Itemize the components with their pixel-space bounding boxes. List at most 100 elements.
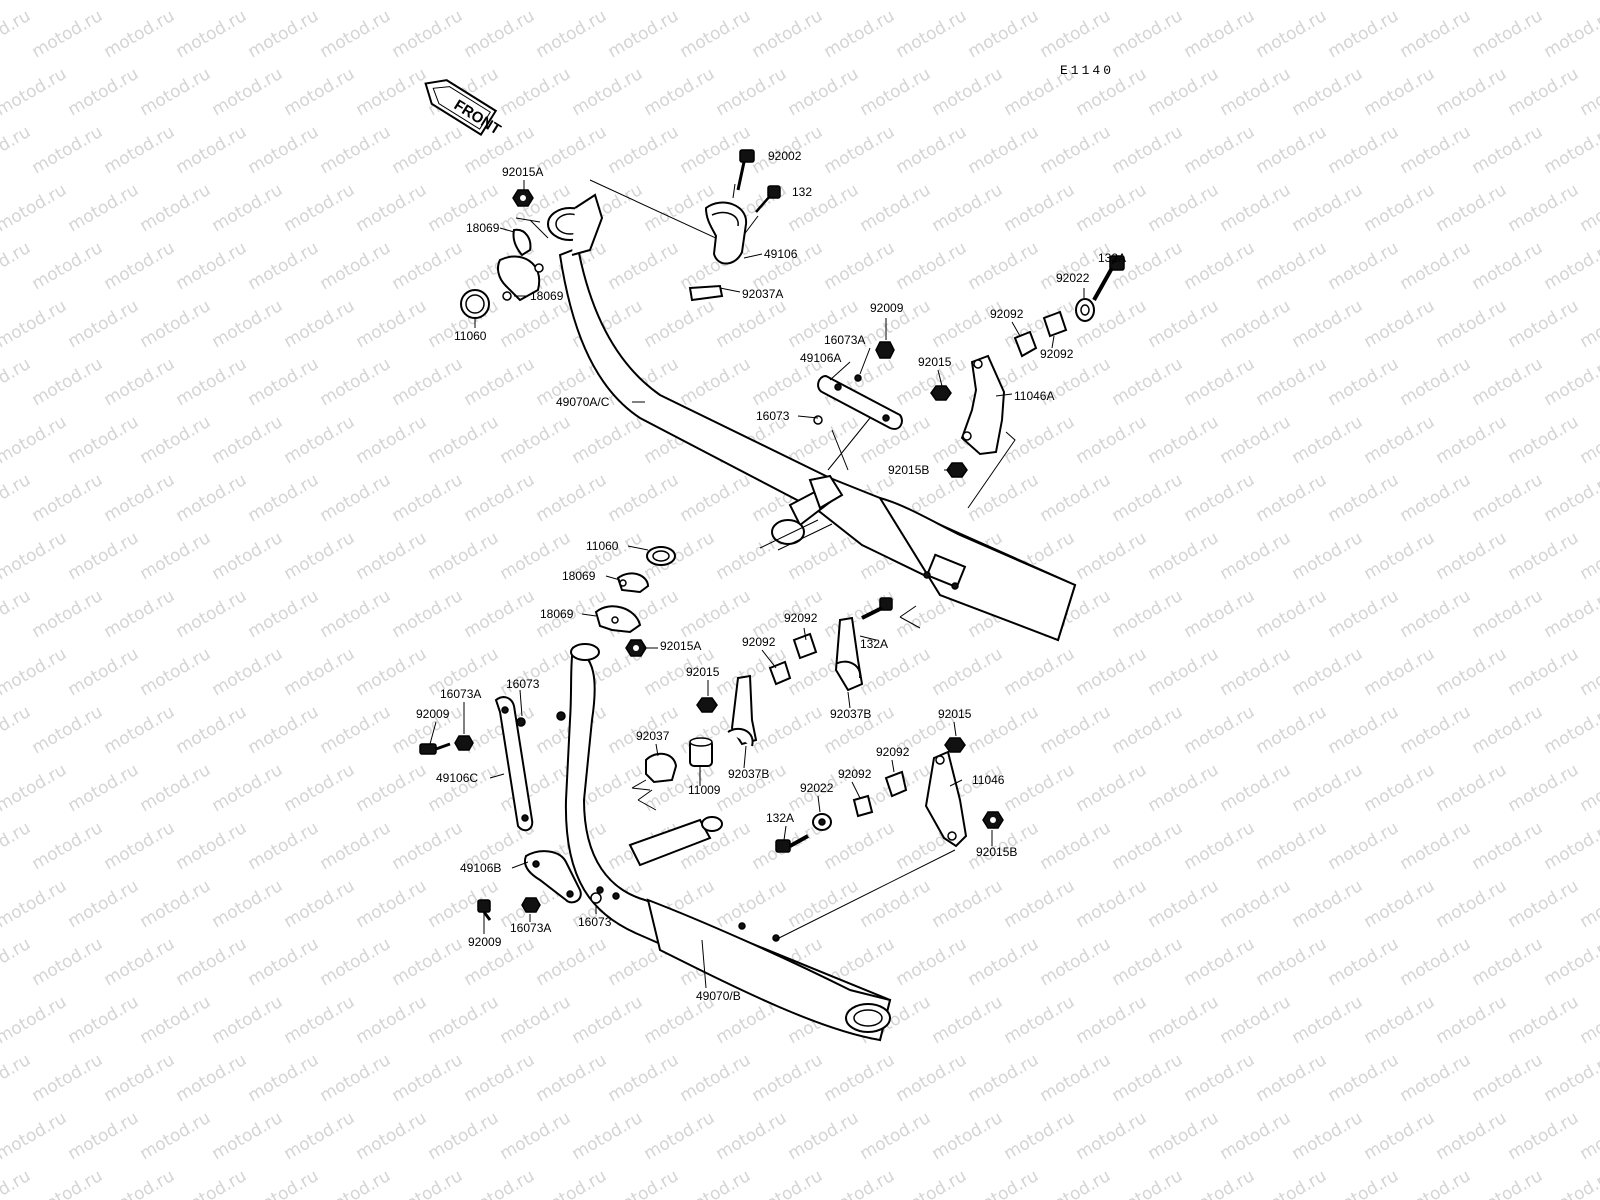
label-16073A-bottom: 16073A [510, 921, 551, 935]
watermark-text: motod.ru [65, 64, 143, 120]
label-11046A: 11046A [1014, 389, 1054, 403]
watermark-text: motod.ru [1145, 64, 1223, 120]
watermark-text: motod.ru [1505, 876, 1583, 932]
watermark-text: motod.ru [1469, 470, 1547, 526]
watermark-text: motod.ru [1001, 644, 1079, 700]
lower-exhaust-pipe [564, 643, 956, 1042]
label-16073-top: 16073 [756, 409, 790, 423]
label-132A-mid: 132A [860, 637, 888, 651]
watermark-text: motod.ru [569, 992, 647, 1048]
watermark-text: motod.ru [1433, 992, 1511, 1048]
watermark-text: motod.ru [965, 6, 1043, 62]
watermark-text: motod.ru [1361, 876, 1439, 932]
watermark-text: motod.ru [1181, 1050, 1259, 1106]
grommet-92092-mid [768, 632, 818, 686]
watermark-text: motod.ru [29, 122, 107, 178]
label-92015-top: 92015 [918, 355, 952, 369]
watermark-text: motod.ru [65, 644, 143, 700]
watermark-text: motod.ru [1001, 1108, 1079, 1164]
watermark-text: motod.ru [1325, 586, 1403, 642]
label-49106B: 49106B [460, 861, 501, 875]
watermark-text: motod.ru [317, 818, 395, 874]
watermark-text: motod.ru [353, 876, 431, 932]
watermark-text: motod.ru [29, 6, 107, 62]
watermark-text: motod.ru [1181, 702, 1259, 758]
label-92022-low: 92022 [800, 781, 834, 795]
watermark-text: motod.ru [1001, 0, 1079, 4]
watermark-text: motod.ru [353, 412, 431, 468]
nut-92015-top [930, 385, 952, 401]
watermark-text: motod.ru [929, 876, 1007, 932]
watermark-text: motod.ru [1217, 64, 1295, 120]
watermark-text: motod.ru [0, 238, 34, 294]
watermark-text: motod.ru [1541, 122, 1600, 178]
watermark-text: motod.ru [821, 6, 899, 62]
watermark-text: motod.ru [857, 64, 935, 120]
watermark-text: motod.ru [1109, 702, 1187, 758]
watermark-text: motod.ru [245, 238, 323, 294]
watermark-text: motod.ru [137, 760, 215, 816]
watermark-text: motod.ru [1469, 6, 1547, 62]
watermark-text: motod.ru [569, 0, 647, 4]
watermark-text: motod.ru [281, 876, 359, 932]
watermark-text: motod.ru [173, 702, 251, 758]
bottom-left-hardware [477, 892, 602, 921]
watermark-text: motod.ru [1541, 354, 1600, 410]
nut-92015-mid [696, 697, 718, 713]
label-16073A-left: 16073A [440, 687, 481, 701]
watermark-text: motod.ru [461, 470, 539, 526]
watermark-text: motod.ru [641, 0, 719, 4]
label-49106A: 49106A [800, 351, 841, 365]
watermark-text: motod.ru [497, 0, 575, 4]
watermark-text: motod.ru [29, 354, 107, 410]
watermark-text: motod.ru [389, 1050, 467, 1106]
watermark-text: motod.ru [101, 1050, 179, 1106]
label-92009-bottom: 92009 [468, 935, 502, 949]
watermark-text: motod.ru [1073, 0, 1151, 4]
watermark-text: motod.ru [173, 6, 251, 62]
watermark-text: motod.ru [245, 586, 323, 642]
watermark-text: motod.ru [0, 934, 34, 990]
watermark-text: motod.ru [101, 122, 179, 178]
watermark-text: motod.ru [425, 0, 503, 4]
label-92002: 92002 [768, 149, 802, 163]
watermark-text: motod.ru [1073, 760, 1151, 816]
watermark-text: motod.ru [209, 528, 287, 584]
label-leader-lines [429, 180, 1119, 989]
watermark-text: motod.ru [1253, 1050, 1331, 1106]
watermark-text: motod.ru [1001, 296, 1079, 352]
watermark-text: motod.ru [173, 586, 251, 642]
watermark-text: motod.ru [245, 6, 323, 62]
watermark-text: motod.ru [785, 412, 863, 468]
watermark-text: motod.ru [353, 1108, 431, 1164]
watermark-text: motod.ru [1361, 528, 1439, 584]
gasket-18069-top-pair [497, 228, 544, 302]
watermark-text: motod.ru [929, 0, 1007, 4]
watermark-text: motod.ru [821, 818, 899, 874]
watermark-text: motod.ru [1433, 644, 1511, 700]
watermark-text: motod.ru [893, 238, 971, 294]
watermark-text: motod.ru [281, 0, 359, 4]
watermark-text: motod.ru [101, 354, 179, 410]
watermark-text: motod.ru [353, 644, 431, 700]
ring-11060-top [460, 289, 490, 319]
watermark-text: motod.ru [0, 644, 70, 700]
label-92037B-mid: 92037B [728, 767, 769, 781]
watermark-text: motod.ru [29, 586, 107, 642]
watermark-text: motod.ru [677, 354, 755, 410]
watermark-text: motod.ru [1577, 528, 1600, 584]
watermark-text: motod.ru [1397, 470, 1475, 526]
watermark-text: motod.ru [1577, 64, 1600, 120]
watermark-text: motod.ru [209, 1108, 287, 1164]
watermark-text: motod.ru [173, 818, 251, 874]
watermark-text: motod.ru [1253, 934, 1331, 990]
watermark-text: motod.ru [317, 586, 395, 642]
watermark-text: motod.ru [749, 702, 827, 758]
watermark-text: motod.ru [821, 238, 899, 294]
watermark-text: motod.ru [533, 470, 611, 526]
watermark-text: motod.ru [29, 238, 107, 294]
watermark-text: motod.ru [29, 818, 107, 874]
watermark-text: motod.ru [101, 238, 179, 294]
watermark-text: motod.ru [137, 64, 215, 120]
watermark-text: motod.ru [1325, 1050, 1403, 1106]
